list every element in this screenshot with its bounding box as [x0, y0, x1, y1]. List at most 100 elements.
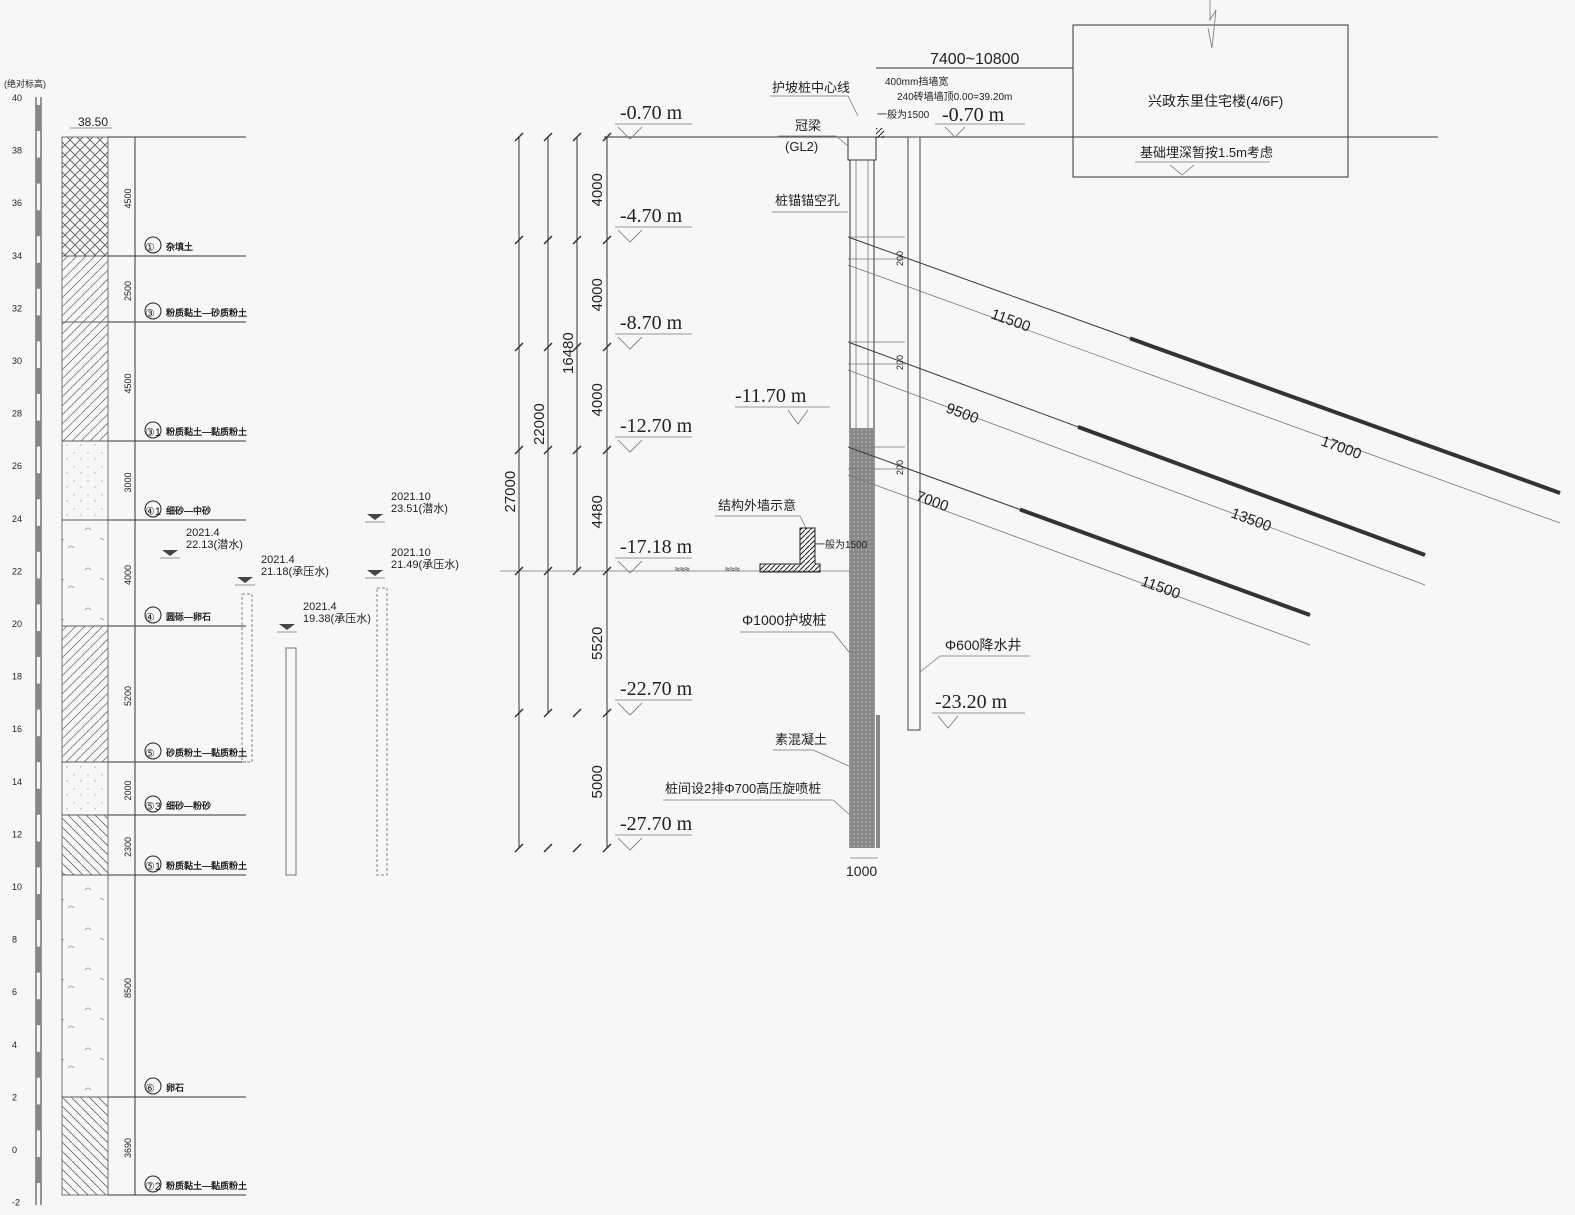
layer-name: 粉质黏土—黏质粉土 — [166, 426, 247, 437]
water-date: 2021.10 — [391, 547, 431, 559]
scale-bar — [36, 631, 41, 657]
total-dim: 27000 — [502, 471, 519, 513]
layer-thickness: 2300 — [123, 837, 133, 857]
level-label: -22.70 m — [620, 678, 693, 700]
scale-bar — [36, 1051, 41, 1078]
label-anchor-hole: 桩锚锚空孔 — [775, 193, 840, 208]
layer-number: ⑥ — [145, 1083, 155, 1095]
label-well: Φ600降水井 — [945, 637, 1022, 653]
soil-layer — [61, 625, 109, 763]
total-dim: 22000 — [531, 403, 548, 445]
layer-name: 粉质黏土—砂质粉土 — [166, 307, 247, 318]
scale-bar — [36, 420, 41, 447]
anchor-spacing: 200 — [895, 460, 905, 475]
layer-thickness: 4500 — [123, 188, 133, 208]
label-foundation: 基础埋深暂按1.5m考虑 — [1140, 145, 1273, 160]
label-pile-center: 护坡桩中心线 — [772, 80, 850, 95]
layer-number: ⑤1 — [145, 861, 161, 873]
level-marker-icon — [617, 702, 643, 716]
anchor-bond-length: 17000 — [1319, 433, 1364, 463]
water-date: 2021.4 — [261, 554, 295, 566]
layer-thickness: 2000 — [123, 780, 133, 800]
scale-tick-label: 20 — [12, 619, 22, 629]
water-value: 21.49(承压水) — [391, 558, 459, 571]
soil-layer — [61, 136, 109, 257]
level-extra: -11.70 m — [735, 385, 807, 407]
dewatering-well — [907, 136, 921, 731]
level-marker-icon — [617, 439, 643, 453]
anchor-free-length: 11500 — [989, 306, 1033, 336]
scale-bar — [36, 946, 41, 973]
layer-name: 杂填土 — [166, 241, 193, 252]
observation-wells — [241, 587, 388, 876]
scale-tick-label: 4 — [12, 1040, 17, 1050]
layer-number: ① — [145, 242, 155, 254]
scale-tick-label: 0 — [12, 1145, 17, 1155]
water-level-icon — [237, 577, 253, 583]
pile-width: 1000 — [846, 863, 877, 879]
scale-tick-label: -2 — [12, 1198, 20, 1208]
water-date: 2021.10 — [391, 491, 431, 503]
layer-number: ⑦2 — [145, 1181, 161, 1193]
anchor-free-length: 9500 — [944, 400, 981, 428]
crown-beam — [847, 136, 877, 161]
label-plain-concrete: 素混凝土 — [775, 732, 827, 747]
scale-tick-label: 38 — [12, 146, 22, 156]
water-level-icon — [162, 550, 178, 556]
anchor-dim-line — [847, 474, 1311, 646]
label-wall-width: 400mm挡墙宽 — [885, 75, 948, 88]
water-level-icon — [367, 514, 383, 520]
layer-thickness: 3000 — [123, 472, 133, 492]
label-structure-wall: 结构外墙示意 — [718, 498, 796, 513]
anchor-bond-section — [1129, 336, 1561, 495]
svg-text:≈≈≈: ≈≈≈ — [725, 564, 740, 574]
scale-tick-label: 26 — [12, 461, 22, 471]
segment-dim: 5520 — [589, 627, 606, 660]
scale-tick-label: 22 — [12, 566, 22, 576]
level-well: -23.20 m — [935, 691, 1008, 713]
scale-bar — [36, 210, 41, 237]
layer-thickness: 8500 — [123, 978, 133, 998]
scale-bar — [36, 315, 41, 342]
segment-dim: 4480 — [589, 495, 606, 528]
label-crown-beam: 冠梁 — [795, 118, 821, 133]
protection-pile — [850, 428, 874, 848]
label-pile: Φ1000护坡桩 — [742, 612, 826, 628]
structure-wall — [759, 527, 821, 573]
layer-name: 细砂—粉砂 — [166, 800, 211, 811]
anchor-free-length: 7000 — [914, 488, 951, 515]
label-crown-beam-code: (GL2) — [785, 139, 818, 154]
scale-tick-label: 14 — [12, 777, 22, 787]
scale-tick-label: 6 — [12, 987, 17, 997]
scale-tick-label: 16 — [12, 724, 22, 734]
soil-layer — [61, 874, 109, 1098]
anchor-spacing: 200 — [895, 355, 905, 370]
label-general-1500-top: 一般为1500 — [877, 108, 930, 121]
soil-layer — [61, 255, 109, 323]
level-marker-icon — [617, 837, 643, 851]
soil-layer — [61, 814, 109, 876]
layer-thickness: 4500 — [123, 373, 133, 393]
layer-number: ⑤ — [145, 748, 155, 760]
scale-bar — [36, 157, 41, 184]
layer-name: 细砂—中砂 — [166, 505, 211, 516]
level-label: -12.70 m — [620, 415, 693, 437]
water-date: 2021.4 — [303, 601, 337, 613]
water-levels: 2021.422.13(潜水)2021.421.18(承压水)2021.419.… — [160, 491, 459, 633]
segment-dim: 5000 — [589, 765, 606, 798]
scale-tick-label: 8 — [12, 935, 17, 945]
level-label: -8.70 m — [620, 312, 683, 334]
layer-number: ④ — [145, 612, 155, 624]
scale-tick-label: 40 — [12, 93, 22, 103]
soil-layer — [61, 761, 109, 816]
soil-layer — [61, 1096, 109, 1196]
scale-bar — [36, 999, 41, 1026]
scale-bar — [36, 473, 41, 500]
level-marker-icon — [617, 126, 643, 140]
scale-bar — [36, 841, 41, 868]
level-marker-icon — [617, 336, 643, 350]
scale-tick-label: 12 — [12, 829, 22, 839]
scale-tick-label: 28 — [12, 409, 22, 419]
